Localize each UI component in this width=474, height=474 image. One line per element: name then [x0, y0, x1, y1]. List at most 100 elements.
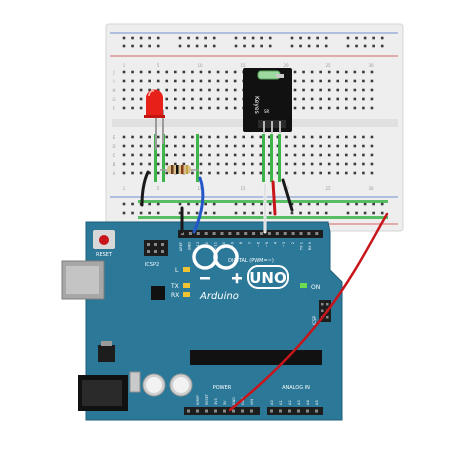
rail-hole [204, 44, 207, 48]
digital-pin-label: GND [188, 242, 192, 250]
breadboard-hole [259, 144, 263, 148]
header-pin [212, 232, 216, 235]
breadboard-hole [370, 162, 374, 166]
analog-pin-label: A2 [288, 400, 292, 405]
breadboard-hole [293, 162, 297, 166]
breadboard-hole [174, 144, 177, 148]
rail-hole [346, 44, 350, 48]
logo-plus-icon [235, 273, 239, 284]
breadboard-hole [310, 88, 314, 92]
breadboard-hole [122, 162, 126, 166]
breadboard-hole [233, 153, 237, 157]
rail-hole [363, 211, 367, 215]
breadboard-hole [122, 79, 126, 83]
rail-hole [178, 44, 182, 48]
breadboard-hole [310, 135, 314, 139]
reset-button-cap[interactable] [99, 235, 109, 245]
breadboard-hole [182, 135, 186, 139]
breadboard-hole [319, 135, 322, 139]
power-pin-label: IOREF [196, 395, 200, 405]
breadboard-hole [148, 171, 151, 175]
row-letter: F [113, 106, 116, 111]
breadboard-hole [165, 88, 169, 92]
rail-hole [187, 36, 190, 40]
rail-hole [122, 44, 126, 48]
rail-hole [380, 211, 384, 215]
rail-hole [346, 36, 350, 40]
breadboard-hole [174, 135, 177, 139]
breadboard-hole [191, 144, 194, 148]
red-led [144, 89, 165, 150]
breadboard-hole [199, 70, 203, 74]
rail-hole [243, 211, 246, 215]
breadboard-hole [327, 162, 331, 166]
breadboard-hole [293, 79, 297, 83]
breadboard-hole [327, 171, 331, 175]
breadboard-hole [148, 153, 151, 157]
led-label-rx: RX [171, 292, 179, 299]
module-brand-label: Keyes [253, 96, 260, 114]
breadboard-hole [156, 88, 160, 92]
rail-hole [212, 211, 216, 215]
led-column-highlight [154, 134, 157, 182]
breadboard-hole [122, 153, 126, 157]
breadboard-hole [259, 171, 263, 175]
rail-hole [260, 211, 263, 215]
breadboard-hole [370, 70, 374, 74]
icsp-pin [326, 303, 329, 306]
breadboard-hole [285, 144, 288, 148]
column-number-top: 5 [157, 63, 160, 68]
digital-pin-label: 13 [196, 242, 200, 247]
breadboard-hole [165, 97, 169, 101]
breadboard-hole [293, 88, 297, 92]
rail-hole [251, 211, 255, 215]
breadboard-hole [199, 135, 203, 139]
breadboard-hole [293, 70, 297, 74]
breadboard-hole [276, 135, 280, 139]
rail-hole [363, 36, 367, 40]
breadboard-hole [191, 97, 194, 101]
breadboard-hole [139, 144, 143, 148]
breadboard-hole [216, 153, 220, 157]
rail-hole [251, 44, 255, 48]
led-body [146, 89, 163, 117]
keyes-sensor-module: Keyes SR [243, 68, 292, 133]
breadboard-hole [293, 97, 297, 101]
breadboard-hole [156, 70, 160, 74]
module-pin [263, 121, 265, 133]
breadboard-hole [362, 135, 365, 139]
power-pin [232, 409, 235, 413]
reed-lead [276, 74, 284, 78]
breadboard-hole [319, 106, 322, 110]
module-pcb [243, 68, 292, 132]
breadboard-hole [310, 70, 314, 74]
analog-pin [279, 409, 282, 413]
breadboard-hole [131, 70, 134, 74]
arduino-logo: Arduino UNO [192, 244, 289, 302]
breadboard-hole [191, 171, 194, 175]
breadboard-hole [268, 153, 271, 157]
breadboard-hole [319, 88, 322, 92]
rail-hole [380, 44, 384, 48]
analog-pin [288, 409, 291, 413]
led-leg [162, 110, 164, 144]
breadboard-hole [156, 162, 160, 166]
breadboard-hole [302, 79, 305, 83]
column-number-bottom: 5 [157, 186, 160, 191]
breadboard-hole [148, 162, 151, 166]
logo-minus-icon [200, 277, 210, 280]
breadboard-hole [148, 88, 151, 92]
icsp2-pin [147, 243, 150, 246]
breadboard-hole [182, 97, 186, 101]
power-pin [205, 409, 208, 413]
breadboard-hole [327, 153, 331, 157]
digital-pin-label: ~5 [265, 242, 269, 247]
breadboard-hole [233, 135, 237, 139]
breadboard-hole [199, 97, 203, 101]
breadboard-hole [225, 88, 228, 92]
rail-hole [380, 36, 384, 40]
breadboard-hole [182, 88, 186, 92]
led-rx-indicator [183, 292, 190, 297]
breadboard-hole [208, 135, 211, 139]
